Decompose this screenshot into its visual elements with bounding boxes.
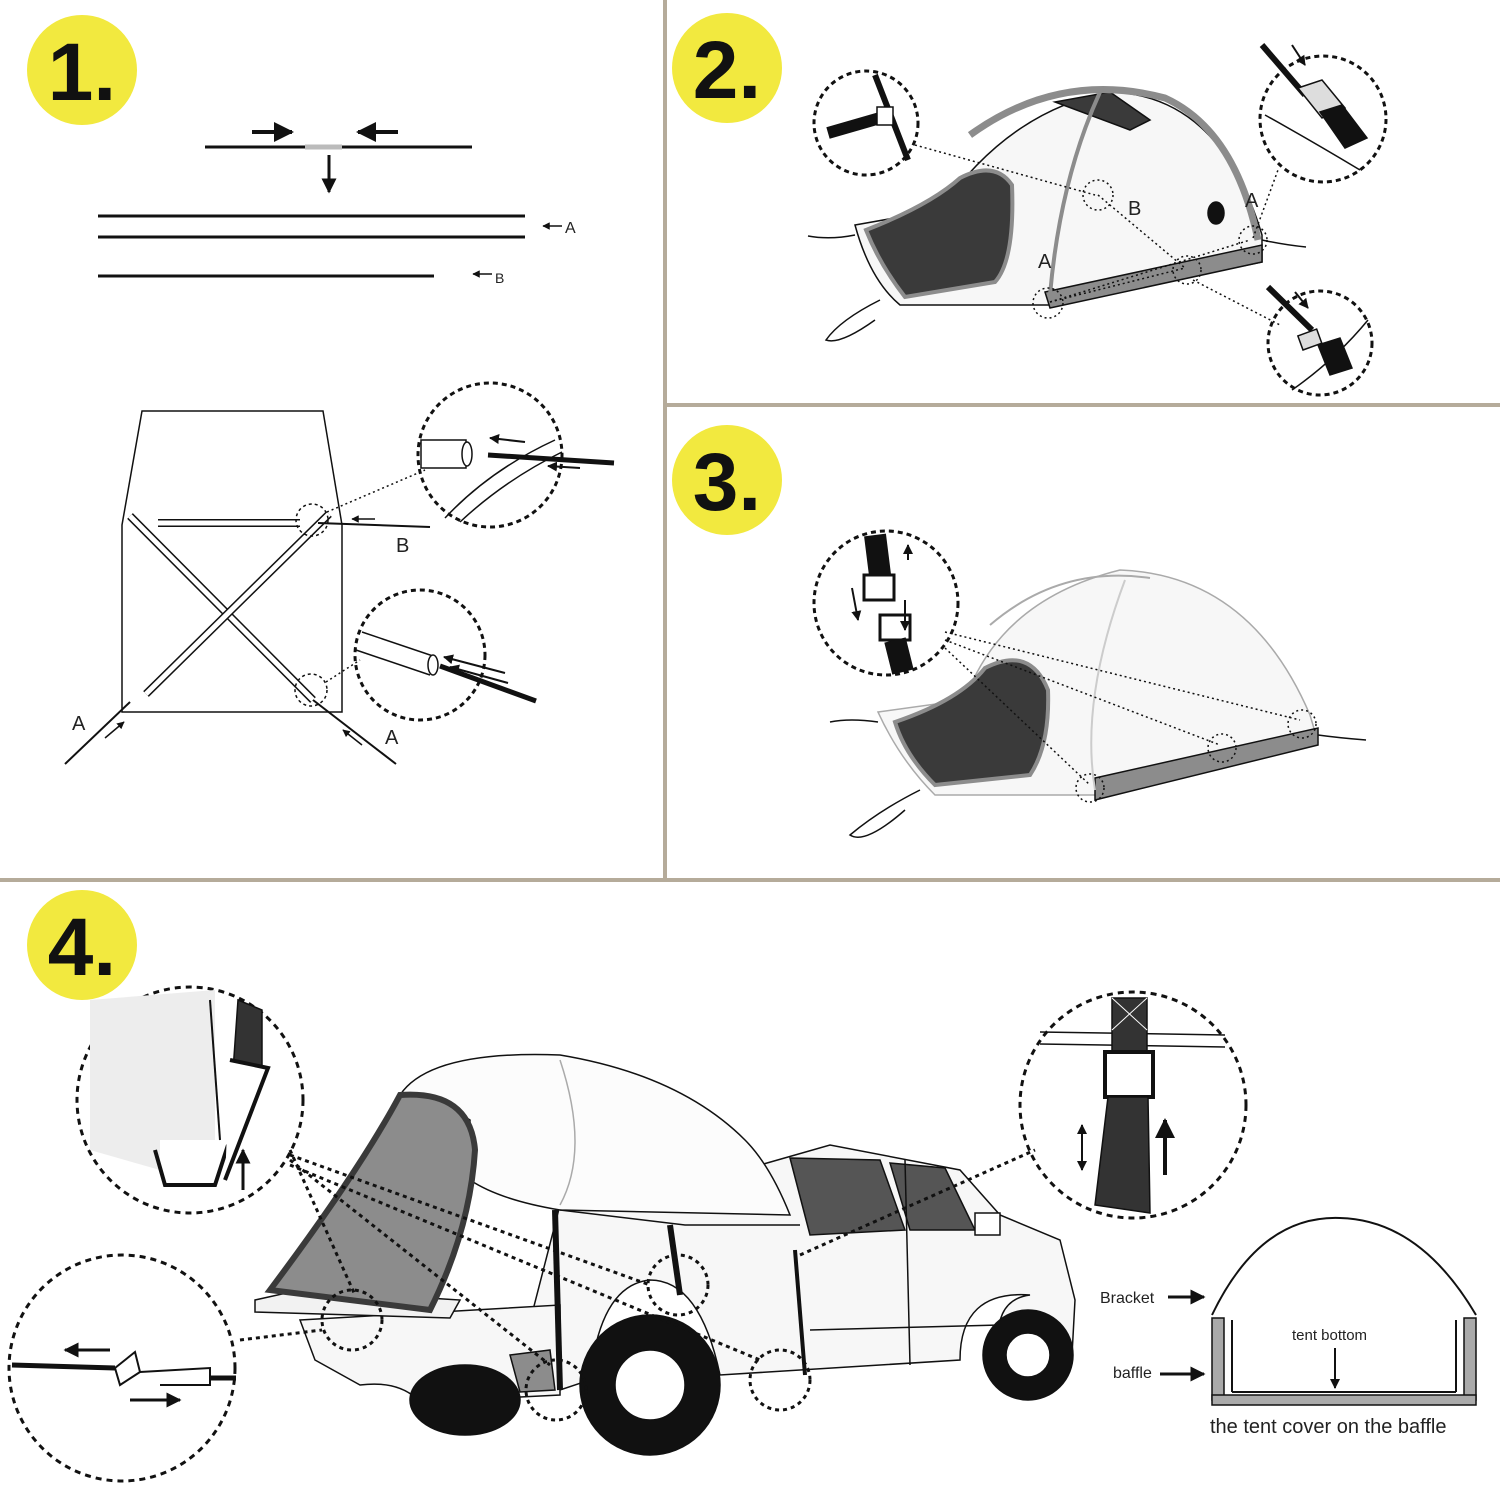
- step-2-badge: [672, 13, 782, 123]
- step-4-number: 4.: [48, 902, 116, 993]
- panel-dividers: [0, 0, 1500, 882]
- frame-a-left-label: A: [72, 713, 86, 735]
- step-2-number: 2.: [693, 25, 761, 116]
- step-1-number: 1.: [48, 27, 116, 118]
- step-4-panel: 4.: [7, 890, 1477, 1483]
- baffle-label: baffle: [1113, 1365, 1152, 1382]
- truck-tent-diagram: [7, 985, 1477, 1483]
- step-2-panel: 2.: [672, 13, 1388, 397]
- frame-a-right-label: A: [385, 727, 399, 749]
- tent-pole-insertion-diagram: [807, 43, 1388, 397]
- step-2-b-label: B: [1128, 198, 1141, 220]
- baffle-caption: the tent cover on the baffle: [1210, 1416, 1446, 1438]
- step-2-a-left-label: A: [1038, 251, 1052, 273]
- step-4-badge: [27, 890, 137, 1000]
- step-1-badge: [27, 15, 137, 125]
- step-3-badge: [672, 425, 782, 535]
- tent-frame-diagram: [64, 381, 615, 765]
- pole-b-label: B: [495, 270, 504, 286]
- step-3-panel: 3.: [672, 425, 1367, 838]
- tent-bottom-label: tent bottom: [1292, 1327, 1367, 1344]
- step-2-a-right-label: A: [1245, 190, 1259, 212]
- step-3-number: 3.: [693, 437, 761, 528]
- frame-b-label: B: [396, 535, 409, 557]
- step-1-panel: 1. A B: [27, 15, 615, 765]
- pole-a-label: A: [565, 220, 576, 237]
- pole-joining-diagram: [98, 122, 562, 278]
- tent-strap-clip-diagram: [812, 529, 1367, 838]
- bracket-label: Bracket: [1100, 1290, 1155, 1307]
